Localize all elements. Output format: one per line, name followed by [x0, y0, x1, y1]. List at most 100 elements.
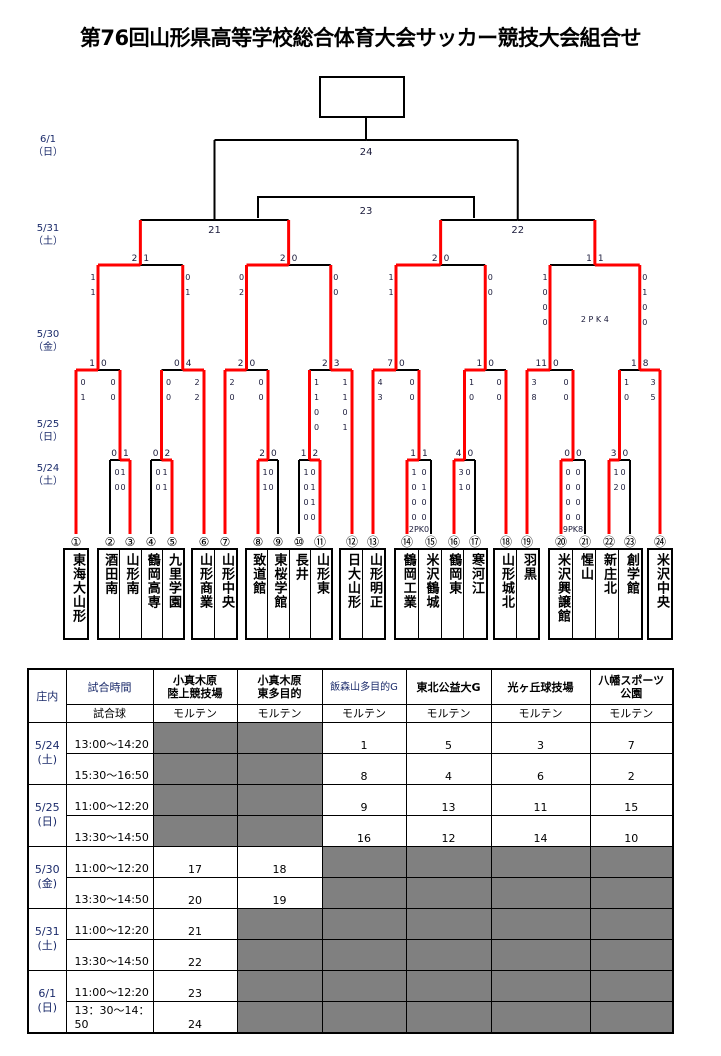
time-slot: 13：30～14：50	[65, 1001, 154, 1034]
date-label: 5/24（土）	[30, 462, 66, 488]
team-number: ㉒	[602, 535, 615, 549]
game-number-cell: 11	[490, 784, 591, 816]
unavailable-cell	[405, 1001, 492, 1034]
day-date: 5/30	[34, 863, 60, 876]
period-score: 1	[542, 273, 547, 282]
period-score: 0	[114, 468, 119, 477]
unavailable-cell	[490, 1001, 591, 1034]
match-score-left: 1	[410, 449, 416, 459]
day-of-week: (日)	[37, 815, 58, 828]
period-score: 0	[303, 498, 308, 507]
period-score: 0	[563, 393, 568, 402]
match-score-right: 0	[292, 254, 298, 264]
team-number: ⑭	[400, 535, 413, 549]
period-score: 0	[421, 498, 426, 507]
day-cell: 5/25(日)	[27, 784, 67, 847]
match-score-left: 0	[111, 449, 117, 459]
period-score: 0	[310, 513, 315, 522]
match-score-right: 3	[334, 359, 340, 369]
period-score: 5	[650, 393, 655, 402]
day-date: 6/1	[38, 987, 57, 1000]
day-cell: 5/24(土)	[27, 722, 67, 785]
match-score-left: 0	[564, 449, 570, 459]
period-score: 0	[303, 483, 308, 492]
team-name: 東桜学館	[268, 550, 290, 638]
date-label: 6/1（日）	[30, 133, 66, 159]
team-number: ⑩	[293, 535, 305, 549]
match-score-left: 2	[132, 254, 138, 264]
period-score: 2	[239, 288, 244, 297]
venue-header: 飯森山多目的G	[321, 668, 407, 705]
game-number-cell: 10	[589, 815, 674, 847]
period-score: 0	[185, 273, 190, 282]
team-group: 山形城北羽黒	[493, 548, 540, 640]
period-score: 0	[565, 513, 570, 522]
period-score: 0	[421, 513, 426, 522]
team-number: ⑪	[313, 535, 326, 549]
ball-name: モルテン	[589, 704, 674, 723]
game-number-cell: 5	[405, 722, 492, 754]
period-score: 0	[411, 483, 416, 492]
venue-header: 東北公益大G	[405, 668, 492, 705]
day-of-week: (日)	[37, 1001, 58, 1014]
period-score: 0	[314, 423, 319, 432]
period-score: 3	[458, 468, 463, 477]
unavailable-cell	[405, 846, 492, 878]
period-score: 1	[342, 393, 347, 402]
team-name: 山形商業	[193, 550, 215, 638]
team-name: 惺山	[573, 550, 596, 638]
period-score: 1	[310, 483, 315, 492]
period-score: 0	[333, 288, 338, 297]
team-name: 九里学園	[166, 553, 181, 609]
team-name: 米沢鶴城	[419, 550, 442, 638]
period-score: 1	[120, 468, 125, 477]
team-group: 日大山形山形明正	[339, 548, 386, 640]
unavailable-cell	[152, 753, 238, 785]
period-score: 1	[162, 468, 167, 477]
unavailable-cell	[490, 939, 591, 971]
period-score: 0	[110, 393, 115, 402]
venue-header: 光ヶ丘球技場	[490, 668, 591, 705]
team-name: 山形南	[120, 550, 142, 638]
time-slot: 13:30～14:50	[65, 877, 154, 909]
period-score: 1	[90, 273, 95, 282]
unavailable-cell	[405, 970, 492, 1002]
ball-name: モルテン	[236, 704, 323, 723]
team-number: ⑥	[198, 535, 210, 549]
pk-result: 2PK0	[409, 525, 429, 534]
period-score: 0	[411, 498, 416, 507]
period-score: 1	[342, 423, 347, 432]
game-number-cell: 6	[490, 753, 591, 785]
period-score: 1	[262, 483, 267, 492]
period-score: 0	[333, 273, 338, 282]
team-name: 酒田南	[99, 550, 121, 638]
period-score: 0	[575, 498, 580, 507]
ball-name: モルテン	[321, 704, 407, 723]
team-number: ⑱	[499, 535, 512, 549]
period-score: 0	[342, 408, 347, 417]
venue-header: 小真木原 陸上競技場	[152, 668, 238, 705]
champion-box	[319, 76, 405, 118]
time-slot: 11:00～12:20	[65, 908, 154, 940]
period-score: 8	[531, 393, 536, 402]
period-score: 0	[258, 378, 263, 387]
period-score: 0	[166, 393, 171, 402]
day-of-week: （日）	[33, 432, 63, 443]
team-group: 東海大山形	[63, 548, 89, 640]
period-score: 0	[488, 273, 493, 282]
period-score: 1	[185, 288, 190, 297]
day-of-week: （土）	[33, 236, 63, 247]
region-header: 庄内	[27, 668, 67, 723]
team-name: 鶴岡高専	[142, 550, 163, 638]
team-name: 新庄北	[596, 550, 619, 638]
match-score-right: 0	[250, 359, 256, 369]
time-slot: 11:00～12:20	[65, 784, 154, 816]
match-score-left: 2	[432, 254, 438, 264]
game-number-cell: 22	[152, 939, 238, 971]
time-slot: 11:00～12:20	[65, 846, 154, 878]
game-number-cell: 21	[152, 908, 238, 940]
match-score-right: 0	[468, 449, 474, 459]
period-score: 1	[303, 468, 308, 477]
period-score: 0	[565, 483, 570, 492]
unavailable-cell	[405, 908, 492, 940]
